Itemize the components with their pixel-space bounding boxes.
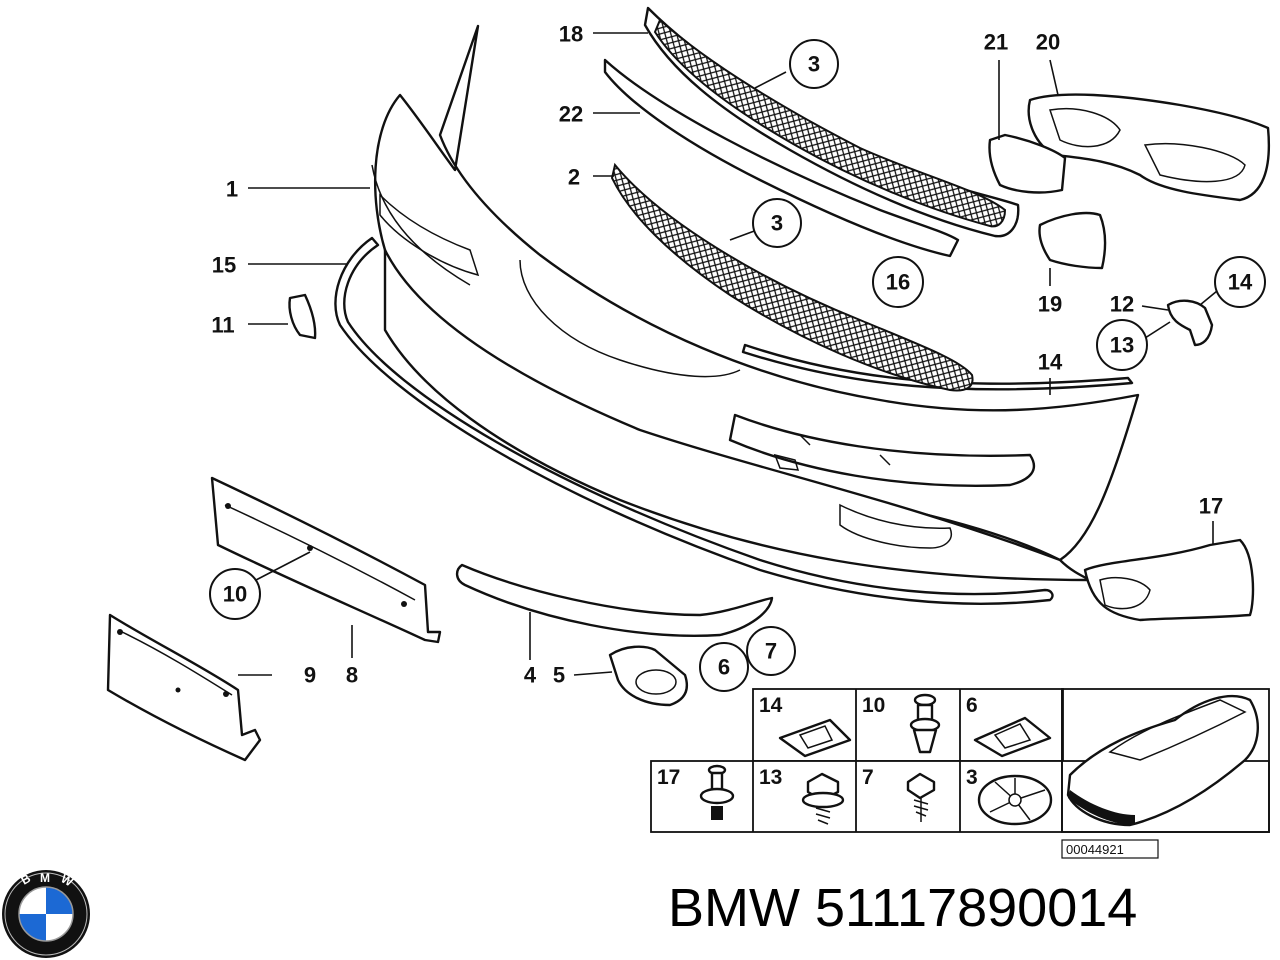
speed-nut-icon: [778, 718, 852, 758]
screw-icon: [906, 772, 936, 822]
trim-bar: [603, 58, 960, 258]
callout-4: 4: [524, 663, 537, 688]
leader-lines: [238, 32, 1218, 676]
cap: [288, 293, 317, 340]
air-duct-small: [988, 133, 1067, 194]
callout-18: 17: [1199, 494, 1223, 519]
callout-3-upper: 3: [789, 39, 839, 89]
document-number: 00044921: [1066, 842, 1124, 857]
callout-7: 7: [746, 626, 796, 676]
callout-2: 2: [568, 165, 580, 190]
callout-12: 12: [1110, 292, 1134, 317]
callout-10: 10: [209, 568, 261, 620]
air-duct-lower: [1083, 538, 1255, 622]
callout-1: 1: [226, 177, 238, 202]
licence-plate-base: [210, 476, 442, 644]
table-label-14: 14: [759, 694, 783, 717]
table-label-13: 13: [759, 766, 782, 789]
svg-text:M: M: [40, 871, 50, 885]
bumper-cover: [371, 24, 1140, 582]
bmw-logo: B M W: [2, 870, 90, 958]
grille-lower: [610, 162, 974, 392]
fastener-table: 14 10 6 17 13 7 3: [650, 688, 1270, 859]
circled-callouts: 3 3 6 7 10 13 14 16: [209, 39, 1266, 692]
callout-6: 6: [699, 642, 749, 692]
callout-22: 21: [984, 30, 1008, 55]
callout-16: 15: [212, 253, 236, 278]
part-number-title: BMW 51117890014: [668, 878, 1138, 938]
holder: [1038, 211, 1107, 270]
svg-text:16: 16: [886, 270, 910, 295]
callout-21: 20: [1036, 30, 1060, 55]
callout-labels: 1 2 4 5 8 9 11 12 14 15 17 18 19 20 21 2…: [211, 22, 1223, 688]
seal-strip: [334, 236, 1054, 605]
callout-5: 5: [553, 663, 565, 688]
callout-20: 19: [1038, 292, 1062, 317]
callout-11: 11: [211, 313, 234, 338]
moulding-strip: [741, 343, 1134, 391]
callout-19: 18: [559, 22, 583, 47]
svg-text:10: 10: [223, 582, 247, 607]
rivet-icon: [699, 764, 735, 820]
callout-17: 16: [872, 256, 924, 308]
callout-9: 9: [304, 663, 316, 688]
hex-bolt-icon: [801, 772, 845, 825]
licence-plate-holder: [106, 613, 262, 762]
svg-text:3: 3: [771, 211, 783, 236]
callout-13: 13: [1096, 319, 1148, 371]
star-washer-icon: [977, 774, 1053, 826]
table-label-6: 6: [966, 694, 978, 717]
callout-14: 14: [1214, 256, 1266, 308]
table-label-3: 3: [966, 766, 978, 789]
clip: [1166, 299, 1214, 347]
callout-3-lower: 3: [752, 198, 802, 248]
bracket-ring: [608, 645, 689, 707]
svg-text:6: 6: [718, 655, 730, 680]
callout-23: 22: [559, 102, 583, 127]
push-rivet-icon: [909, 693, 941, 754]
table-label-7: 7: [862, 766, 874, 789]
clip-nut-icon: [973, 716, 1052, 758]
car-overview-icon: [1066, 694, 1259, 827]
air-duct-upper: [1027, 93, 1270, 202]
svg-text:7: 7: [765, 639, 777, 664]
grille-upper: [643, 6, 1020, 238]
svg-text:13: 13: [1110, 333, 1134, 358]
svg-text:3: 3: [808, 52, 820, 77]
callout-15: 14: [1038, 350, 1063, 375]
flap-strip: [455, 563, 774, 637]
table-label-10: 10: [862, 694, 885, 717]
callout-8: 8: [346, 663, 358, 688]
svg-text:14: 14: [1228, 270, 1253, 295]
table-label-17: 17: [657, 766, 680, 789]
